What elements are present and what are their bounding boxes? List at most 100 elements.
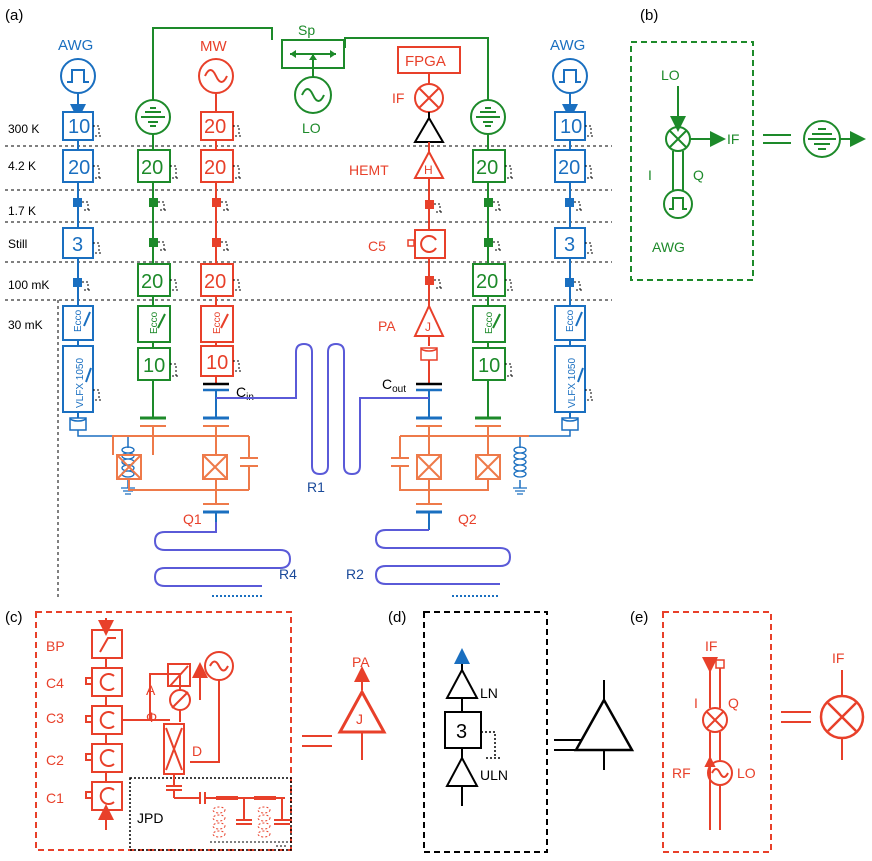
panel-e-content bbox=[702, 657, 733, 830]
c-c1-label: C1 bbox=[46, 790, 64, 806]
e-if-right-label: IF bbox=[832, 650, 844, 666]
b-equals-icon bbox=[763, 134, 791, 144]
e-lo-label: LO bbox=[737, 765, 756, 781]
qubit-q1 bbox=[112, 425, 258, 505]
drive-q2-att-30mk: 10 bbox=[478, 355, 500, 377]
room-temp-amp-icon bbox=[413, 116, 445, 143]
fpga-label: FPGA bbox=[405, 53, 446, 70]
c-j-glyph: J bbox=[356, 711, 363, 727]
panel-e-box bbox=[662, 611, 772, 853]
drive-q1-att-30mk: 10 bbox=[143, 355, 165, 377]
e-if-label: IF bbox=[705, 638, 717, 654]
awg-left-line: AWG 10 20 3 Ecco VLFX 1050 bbox=[58, 37, 135, 495]
cout-label: Cout bbox=[382, 376, 406, 395]
r1-label: R1 bbox=[307, 479, 325, 495]
awg-left-ecco: Ecco bbox=[73, 309, 84, 332]
panel-d-content bbox=[444, 648, 502, 806]
stage-label-100mk: 100 mK bbox=[8, 278, 49, 292]
e-q-label: Q bbox=[728, 695, 739, 711]
stage-label-30mk: 30 mK bbox=[8, 318, 43, 332]
awg-right-att-300k: 10 bbox=[560, 116, 582, 138]
mw-line-q1: MW 20 20 20 Ecco 10 bbox=[198, 38, 234, 420]
stage-label-still: Still bbox=[8, 237, 27, 251]
panel-b-box bbox=[630, 41, 754, 281]
c-equals-icon bbox=[302, 735, 332, 747]
b-awg-icon bbox=[663, 189, 693, 219]
resonator-r2 bbox=[374, 529, 512, 585]
e-rf-label: RF bbox=[672, 765, 691, 781]
c-circulator-stack bbox=[85, 618, 290, 830]
panel-label-e: (e) bbox=[630, 609, 648, 626]
splitter-arrows-icon bbox=[290, 50, 336, 60]
drive-q1-ecco: Ecco bbox=[149, 311, 160, 334]
stage-label-300k: 300 K bbox=[8, 122, 39, 136]
c-c4-label: C4 bbox=[46, 675, 64, 691]
temperature-stages: 300 K 4.2 K 1.7 K Still 100 mK 30 mK bbox=[8, 122, 49, 332]
drive-q2-ecco: Ecco bbox=[484, 311, 495, 334]
c-bp-label: BP bbox=[46, 638, 65, 654]
lo-label: LO bbox=[302, 120, 321, 136]
awg-right-att-4k: 20 bbox=[558, 157, 580, 179]
mw-label: MW bbox=[200, 38, 227, 55]
awg-left-source-icon bbox=[60, 58, 96, 94]
mw-ecco: Ecco bbox=[212, 311, 223, 334]
hemt-glyph: H bbox=[424, 163, 433, 177]
drive-q2-att-4k: 20 bbox=[476, 157, 498, 179]
awg-right-att-still: 3 bbox=[564, 234, 575, 256]
stage-label-4k: 4.2 K bbox=[8, 159, 36, 173]
b-lo-label: LO bbox=[661, 67, 680, 83]
mw-att-30mk: 10 bbox=[206, 352, 228, 374]
panel-b-content: LO IF I Q AWG bbox=[648, 67, 739, 255]
d-att-label: 3 bbox=[456, 721, 467, 743]
panel-label-c: (c) bbox=[5, 609, 23, 626]
c-phi-label: Φ bbox=[146, 709, 157, 725]
resonator-r4 bbox=[153, 522, 292, 587]
mw-att-100mk: 20 bbox=[204, 271, 226, 293]
c-pa-label: PA bbox=[352, 654, 370, 670]
awg-left-label: AWG bbox=[58, 37, 93, 54]
e-i-label: I bbox=[694, 695, 698, 711]
stage-dividers bbox=[5, 145, 612, 600]
mw-att-300k: 20 bbox=[204, 116, 226, 138]
lo-source-icon bbox=[294, 76, 332, 114]
sp-label: Sp bbox=[298, 22, 315, 38]
awg-right-label: AWG bbox=[550, 37, 585, 54]
drive-q2-att-100mk: 20 bbox=[476, 271, 498, 293]
readout-chain: FPGA IF HEMT H C5 PA J bbox=[349, 46, 461, 420]
hemt-label: HEMT bbox=[349, 162, 389, 178]
resonator-r1 bbox=[216, 342, 429, 476]
r4-label: R4 bbox=[279, 566, 297, 582]
circulator-c5 bbox=[414, 229, 446, 259]
jpd-coils-icon bbox=[210, 806, 290, 847]
panel-label-b: (b) bbox=[640, 7, 658, 24]
awg-left-att-4k: 20 bbox=[68, 157, 90, 179]
qubit-q2 bbox=[391, 425, 529, 505]
r2-label: R2 bbox=[346, 566, 364, 582]
d-ln-label: LN bbox=[480, 685, 498, 701]
awg-left-att-300k: 10 bbox=[68, 116, 90, 138]
c-c2-label: C2 bbox=[46, 752, 64, 768]
awg-left-vlfx: VLFX 1050 bbox=[75, 358, 86, 408]
panel-d-box bbox=[423, 611, 548, 853]
c5-label: C5 bbox=[368, 238, 386, 254]
b-if-label: IF bbox=[727, 131, 739, 147]
awg-right-ecco: Ecco bbox=[565, 309, 576, 332]
drive-line-q2: 20 20 Ecco 10 bbox=[470, 99, 506, 420]
awg-right-source-icon bbox=[552, 58, 588, 94]
pa-label-a: PA bbox=[378, 318, 396, 334]
panel-label-a: (a) bbox=[5, 7, 23, 24]
e-equals-icon bbox=[781, 711, 811, 723]
splitter-lo-routing bbox=[152, 27, 489, 114]
if-label: IF bbox=[392, 90, 404, 106]
mw-att-4k: 20 bbox=[204, 157, 226, 179]
b-q-label: Q bbox=[693, 167, 704, 183]
d-amp-icon bbox=[573, 697, 635, 752]
drive-q1-att-4k: 20 bbox=[141, 157, 163, 179]
awg-right-line: AWG 10 20 3 Ecco VLFX 1050 bbox=[513, 37, 588, 495]
cin-label: Cin bbox=[236, 384, 254, 403]
ground-ticks bbox=[82, 125, 595, 401]
c-jpd-label: JPD bbox=[137, 810, 163, 826]
q1-label: Q1 bbox=[183, 511, 202, 527]
c-c3-label: C3 bbox=[46, 710, 64, 726]
